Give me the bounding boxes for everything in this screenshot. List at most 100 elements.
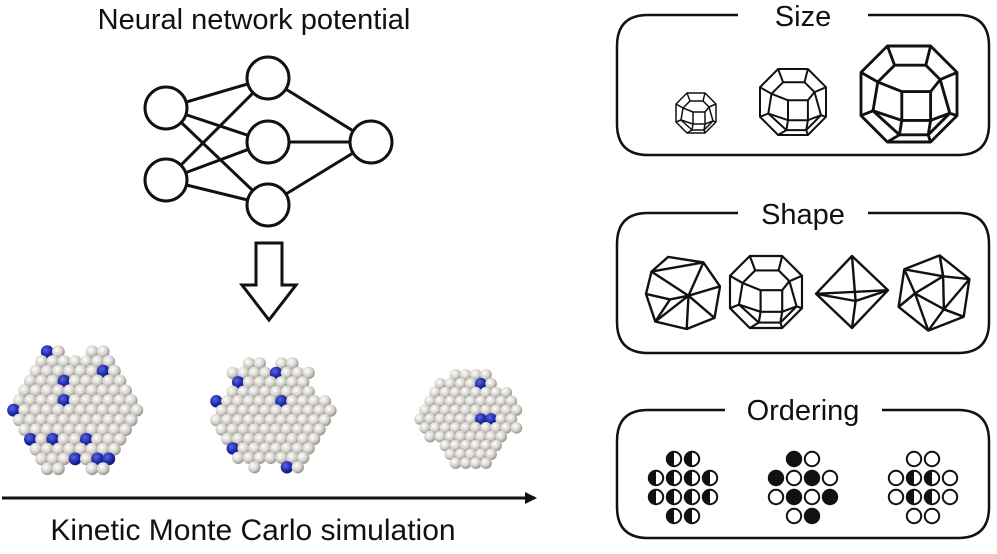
host-atom: [444, 448, 457, 461]
host-atom: [465, 395, 477, 408]
host-atom: [419, 404, 431, 417]
host-atom: [40, 423, 54, 437]
host-atom: [91, 355, 104, 368]
host-atom: [264, 413, 277, 427]
medium-truncated-octahedron: [759, 68, 827, 136]
host-atom: [280, 366, 294, 380]
filled-site: [785, 450, 803, 468]
polyhedron-edge: [748, 255, 757, 271]
host-atom: [113, 374, 127, 388]
host-atom: [275, 413, 288, 427]
empty-site: [941, 488, 959, 506]
host-atom: [35, 413, 48, 427]
host-atom: [80, 374, 93, 388]
host-atom: [459, 457, 472, 469]
host-atom: [102, 394, 116, 407]
host-atom: [253, 357, 266, 370]
host-atom: [459, 369, 472, 381]
host-atom: [324, 404, 337, 417]
polyhedron-edge: [708, 103, 717, 108]
host-atom: [74, 423, 88, 437]
host-atom: [242, 451, 256, 464]
polyhedron-square-facet: [759, 289, 784, 313]
empty-site: [941, 469, 959, 487]
nn-title: Neural network potential: [98, 4, 411, 36]
polyhedron-edge: [872, 109, 901, 136]
host-atom: [18, 384, 32, 398]
host-atom: [231, 413, 245, 427]
host-atom: [18, 403, 32, 417]
nn-hidden-node: [245, 55, 291, 101]
host-atom: [500, 422, 513, 434]
dopant-atom: [475, 377, 487, 390]
host-atom: [264, 451, 277, 464]
host-atom: [74, 384, 88, 398]
ordering-panel: Ordering: [615, 395, 991, 540]
host-atom: [242, 357, 256, 370]
polyhedron-edge: [850, 255, 857, 302]
host-atom: [242, 432, 256, 446]
host-atom: [102, 413, 116, 427]
host-atom: [439, 422, 452, 434]
host-atom: [291, 442, 304, 455]
dopant-atom: [91, 452, 104, 466]
ordering-pattern: [767, 450, 839, 525]
host-atom: [470, 404, 482, 417]
host-atom: [269, 404, 283, 417]
host-atom: [40, 384, 54, 398]
shape-title: Shape: [761, 199, 845, 231]
host-atom: [35, 433, 48, 446]
host-atom: [63, 384, 76, 398]
octahedron-shape: [814, 254, 890, 330]
polyhedron-edge: [779, 305, 798, 324]
polyhedron-edge: [876, 64, 896, 84]
hollow-down-arrow-icon: [238, 241, 300, 323]
host-atom: [465, 430, 477, 443]
nn-input-node: [143, 85, 189, 131]
host-atom: [302, 423, 315, 436]
host-atom: [221, 395, 234, 408]
host-atom: [85, 345, 99, 359]
host-atom: [226, 385, 239, 398]
half-filled-site-fill: [666, 489, 674, 505]
host-atom: [46, 452, 60, 466]
host-atom: [85, 403, 99, 417]
host-atom: [297, 376, 310, 389]
polyhedron-edge: [742, 281, 762, 292]
half-filled-site-fill: [702, 489, 710, 505]
host-atom: [46, 355, 60, 368]
host-atom: [130, 403, 144, 417]
host-atom: [275, 451, 288, 464]
empty-site: [803, 450, 821, 468]
host-atom: [465, 377, 477, 390]
host-atom: [302, 442, 315, 455]
host-atom: [85, 364, 99, 378]
host-atom: [280, 442, 294, 455]
host-atom: [286, 395, 299, 408]
polyhedron-edge: [805, 114, 822, 131]
polyhedron-edge: [913, 292, 930, 332]
host-atom: [40, 403, 54, 417]
host-atom: [248, 404, 261, 417]
host-atom: [275, 357, 288, 370]
host-atom: [226, 404, 239, 417]
empty-site: [923, 450, 941, 468]
host-atom: [80, 413, 93, 427]
host-atom: [454, 377, 467, 390]
host-atom: [297, 451, 310, 464]
dopant-atom: [57, 394, 71, 407]
polyhedron-edge: [675, 119, 682, 123]
polyhedron-edge: [785, 120, 789, 131]
host-atom: [259, 385, 272, 398]
host-atom: [286, 376, 299, 389]
host-atom: [480, 404, 492, 417]
polyhedron-edge: [738, 303, 760, 324]
polyhedron-edge: [886, 133, 901, 144]
half-filled-site-fill: [666, 451, 674, 467]
host-atom: [248, 366, 261, 380]
polyhedron-edge: [770, 81, 784, 95]
dopant-atom: [231, 376, 245, 389]
host-atom: [40, 462, 54, 476]
dopant-atom: [269, 366, 283, 380]
polyhedron-edge: [788, 274, 803, 283]
